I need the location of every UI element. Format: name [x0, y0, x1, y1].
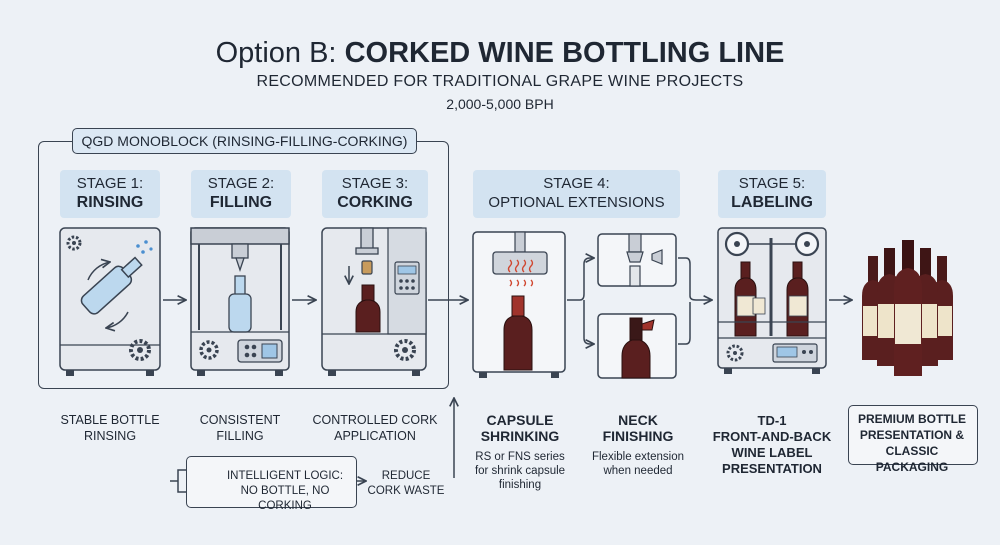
stage-4-number: STAGE 4: — [543, 175, 610, 192]
stage-5-header: STAGE 5: LABELING — [718, 170, 826, 218]
caption-line: CONTROLLED CORK — [312, 413, 438, 427]
caption-line: PRESENTATION — [722, 461, 822, 476]
neck-finishing-caption: NECK FINISHING Flexible extension when n… — [582, 412, 694, 478]
label-roll-icon — [794, 231, 820, 257]
caption-title: SHRINKING — [480, 428, 560, 444]
caption-line: STABLE BOTTLE — [60, 413, 160, 427]
caption-desc: for shrink capsule — [474, 465, 566, 477]
caption-line: WINE LABEL — [731, 445, 813, 460]
reduce-cork-waste-text: REDUCE CORK WASTE — [366, 469, 446, 499]
intelligent-logic-box — [186, 456, 357, 508]
stage-2-name: FILLING — [209, 194, 273, 211]
wine-bottle-icon — [894, 240, 922, 376]
water-spray-icon — [136, 240, 153, 254]
caption-desc: Flexible extension — [591, 451, 685, 463]
inverted-bottle-icon — [80, 256, 143, 315]
caption-title: NECK — [618, 412, 658, 428]
stage-4-header: STAGE 4: OPTIONAL EXTENSIONS — [473, 170, 680, 218]
stage-1-header: STAGE 1: RINSING — [60, 170, 160, 218]
stage-4-name: OPTIONAL EXTENSIONS — [488, 194, 665, 211]
capsule-shrinking-caption: CAPSULE SHRINKING RS or FNS series for s… — [465, 412, 575, 492]
result-line: CORK WASTE — [367, 485, 445, 497]
intelligent-logic-text: INTELLIGENT LOGIC: NO BOTTLE, NO CORKING — [215, 469, 355, 514]
labeling-machine — [717, 227, 827, 374]
stage-5-caption: TD-1 FRONT-AND-BACK WINE LABEL PRESENTAT… — [706, 413, 838, 477]
stage-1-number: STAGE 1: — [76, 175, 144, 192]
capsule-shrinking-machine — [472, 231, 566, 378]
title-main: CORKED WINE BOTTLING LINE — [344, 37, 785, 69]
caption-title: CAPSULE — [486, 412, 554, 428]
logic-line: INTELLIGENT LOGIC: — [226, 470, 344, 482]
stage-5-name: LABELING — [731, 194, 813, 211]
flow-arrows — [163, 258, 852, 493]
stage-3-number: STAGE 3: — [341, 175, 409, 192]
heat-icon — [509, 279, 534, 287]
final-line: PRESENTATION & — [859, 428, 965, 442]
caption-line: RINSING — [83, 429, 137, 443]
corking-machine — [321, 227, 427, 376]
caption-title: FINISHING — [602, 428, 674, 444]
cap-icon — [651, 249, 663, 265]
caption-line: CONSISTENT — [199, 413, 281, 427]
final-line: CLASSIC PACKAGING — [875, 444, 949, 474]
caption-line: APPLICATION — [334, 429, 416, 443]
stage-5-number: STAGE 5: — [738, 175, 806, 192]
stage-1-caption: STABLE BOTTLE RINSING — [40, 412, 180, 444]
subtitle: RECOMMENDED FOR TRADITIONAL GRAPE WINE P… — [256, 73, 744, 90]
glass-bottle-icon — [228, 275, 252, 333]
page-title: Option B: CORKED WINE BOTTLING LINE — [0, 36, 1000, 70]
caption-line: TD-1 — [757, 413, 787, 428]
stage-2-number: STAGE 2: — [207, 175, 275, 192]
control-panel-icon — [772, 343, 818, 363]
final-output-box — [848, 405, 978, 465]
stage-2-caption: CONSISTENT FILLING — [170, 412, 310, 444]
cork-icon — [361, 260, 373, 275]
caption-line: FRONT-AND-BACK — [712, 429, 832, 444]
final-line: PREMIUM BOTTLE — [858, 412, 966, 426]
rinsing-machine — [59, 227, 161, 376]
label-sheet-icon — [752, 297, 766, 315]
stage-3-header: STAGE 3: CORKING — [322, 170, 428, 218]
monoblock-label: QGD MONOBLOCK (RINSING-FILLING-CORKING) — [72, 128, 417, 154]
logic-line: NO BOTTLE, NO CORKING — [240, 485, 330, 512]
caption-line: FILLING — [216, 429, 264, 443]
stage-1-name: RINSING — [76, 194, 144, 211]
finished-bottles-group — [862, 240, 953, 376]
gear-icon — [394, 339, 416, 361]
speed-range: 2,000-5,000 BPH — [446, 96, 554, 112]
caption-desc: when needed — [603, 465, 673, 477]
wine-bottle-icon — [503, 295, 533, 371]
label-roll-icon — [724, 231, 750, 257]
caption-desc: finishing — [498, 479, 542, 491]
gear-icon — [129, 339, 151, 361]
control-panel-icon — [394, 261, 420, 295]
filling-machine — [190, 227, 290, 376]
stage-3-caption: CONTROLLED CORK APPLICATION — [305, 412, 445, 444]
neck-finishing-machines — [597, 233, 677, 379]
wine-bottle-icon — [621, 317, 655, 379]
stage-3-name: CORKING — [337, 194, 413, 211]
stage-2-header: STAGE 2: FILLING — [191, 170, 291, 218]
control-panel-icon — [237, 339, 283, 363]
result-line: REDUCE — [381, 470, 431, 482]
gear-icon — [199, 340, 219, 360]
wine-bottle-icon — [355, 284, 381, 333]
gear-icon — [66, 235, 82, 251]
heat-icon — [507, 259, 534, 273]
gear-icon — [726, 344, 744, 362]
final-output-text: PREMIUM BOTTLE PRESENTATION & CLASSIC PA… — [848, 411, 976, 475]
title-prefix: Option B: — [215, 37, 337, 69]
caption-desc: RS or FNS series — [475, 451, 565, 463]
